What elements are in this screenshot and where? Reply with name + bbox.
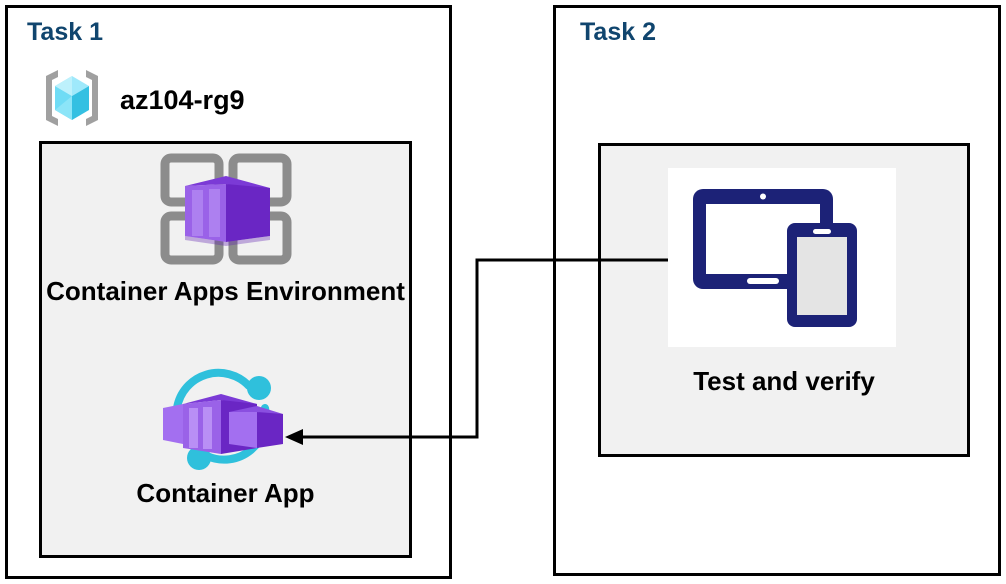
container-app-icon	[39, 366, 412, 476]
container-apps-environment-label: Container Apps Environment	[46, 276, 405, 306]
container-app-item: Container App	[39, 366, 412, 509]
test-and-verify-label: Test and verify	[693, 366, 875, 396]
resource-group-icon	[36, 62, 108, 139]
task-2-title: Task 2	[580, 18, 656, 46]
test-and-verify-image-area	[668, 168, 896, 347]
task-1-title: Task 1	[27, 18, 103, 46]
container-apps-environment-item: Container Apps Environment	[39, 148, 412, 307]
resource-group-row: az104-rg9	[36, 62, 245, 139]
resource-group-name: az104-rg9	[120, 85, 245, 115]
container-apps-environment-icon	[39, 148, 412, 270]
devices-test-icon	[687, 179, 877, 336]
container-app-label: Container App	[136, 478, 315, 508]
